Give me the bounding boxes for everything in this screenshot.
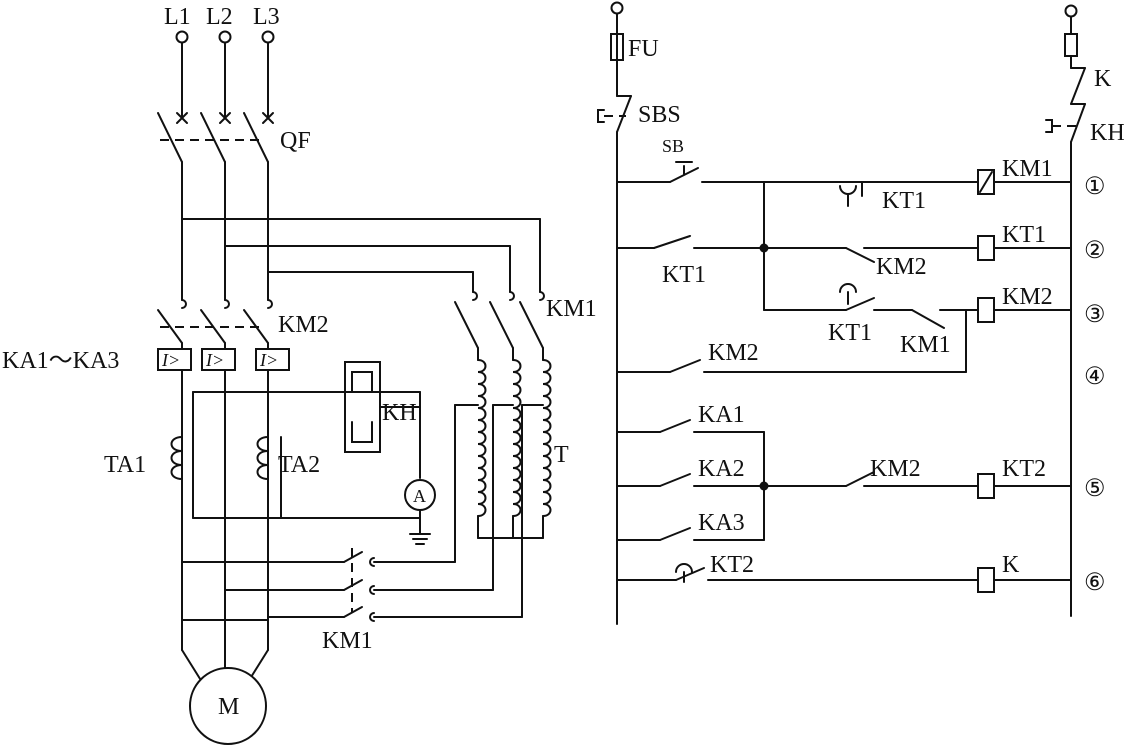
fuse-right (1064, 33, 1078, 57)
control-row-6: KT2 K ⑥ (616, 552, 1106, 596)
label-KM1-bottom: KM1 (322, 628, 373, 654)
transformer-feed-lines (181, 218, 541, 293)
current-transformer-circuit: TA1 TA2 KH A (104, 361, 436, 545)
label-SB: SB (662, 136, 684, 156)
label-KH-ctrl: KH (1090, 120, 1125, 146)
control-row-2: KT1 KM2 KT1 ② (616, 222, 1106, 288)
row5-ka3-label: KA3 (698, 510, 745, 536)
overcurrent-relays-KA: KA1～KA3 I> I> I> (2, 342, 290, 673)
ka1-symbol: I> (161, 350, 180, 370)
control-circuit: FU SBS K KH (597, 1, 1125, 625)
row5-contact-label: KM2 (870, 456, 921, 482)
row6-contact-label: KT2 (710, 552, 754, 578)
control-row-3: KT1 KM1 KM2 ③ (763, 283, 1106, 358)
label-KA1-KA3: KA1～KA3 (2, 348, 119, 374)
row4-contact-label: KM2 (708, 340, 759, 366)
contactor-KM2-main: KM2 (157, 299, 329, 344)
row6-coil (977, 567, 995, 593)
row1-contact-label: KT1 (882, 188, 926, 214)
ka3-symbol: I> (259, 350, 278, 370)
row2-coil (977, 235, 995, 261)
label-FU: FU (628, 36, 659, 62)
label-L1: L1 (164, 4, 191, 30)
ammeter-symbol: A (413, 486, 426, 506)
label-QF: QF (280, 128, 311, 154)
row-number-6: ⑥ (1084, 570, 1106, 596)
row5-ka1-label: KA1 (698, 402, 745, 428)
row-number-5: ⑤ (1084, 476, 1106, 502)
row-number-4: ④ (1084, 364, 1106, 390)
terminal-control-left (610, 1, 624, 15)
label-SBS: SBS (638, 102, 681, 128)
label-motor: M (218, 694, 239, 720)
motor-symbol (189, 667, 267, 745)
terminal-control-right (1064, 4, 1078, 18)
row6-coil-label: K (1002, 552, 1020, 578)
row3-contact-a-label: KT1 (828, 320, 872, 346)
row-number-2: ② (1084, 238, 1106, 264)
label-KH-main: KH (382, 400, 417, 426)
row3-coil (977, 297, 995, 323)
autotransformer-T: T (454, 347, 569, 618)
label-KM2-main: KM2 (278, 312, 329, 338)
row5-coil (977, 473, 995, 499)
row5-ka2-label: KA2 (698, 456, 745, 482)
left-control-rail: FU SBS (597, 1, 681, 625)
control-row-1: SB KT1 KM1 ① (616, 136, 1106, 214)
main-power-circuit: L1 L2 L3 QF (2, 4, 597, 745)
control-row-4: KM2 ④ (616, 309, 1106, 390)
row2-coil-label: KT1 (1002, 222, 1046, 248)
ka2-symbol: I> (205, 350, 224, 370)
label-TA2: TA2 (278, 452, 320, 478)
contactor-KM1-lower: KM1 (181, 548, 523, 654)
terminal-L3 (261, 30, 275, 44)
row-number-1: ① (1084, 174, 1106, 200)
terminal-L2 (218, 30, 232, 44)
label-KM1-main: KM1 (546, 296, 597, 322)
supply-terminals: L1 L2 L3 (164, 4, 280, 119)
breaker-QF: QF (157, 112, 311, 301)
motor-M: M (181, 619, 269, 745)
label-L3: L3 (253, 4, 280, 30)
row3-contact-b-label: KM1 (900, 332, 951, 358)
row2-contact-a-label: KT1 (662, 262, 706, 288)
label-TA1: TA1 (104, 452, 146, 478)
label-L2: L2 (206, 4, 233, 30)
row5-coil-label: KT2 (1002, 456, 1046, 482)
row1-coil-label: KM1 (1002, 156, 1053, 182)
contactor-KM1-main: KM1 (454, 291, 597, 349)
row2-contact-b-label: KM2 (876, 254, 927, 280)
terminal-L1 (175, 30, 189, 44)
label-T: T (554, 442, 569, 468)
row-number-3: ③ (1084, 302, 1106, 328)
right-control-rail: K KH (1045, 4, 1125, 617)
row3-coil-label: KM2 (1002, 284, 1053, 310)
control-row-5: KA1 KA2 KA3 KM2 KT2 ⑤ (616, 402, 1106, 541)
label-K-top: K (1094, 66, 1112, 92)
